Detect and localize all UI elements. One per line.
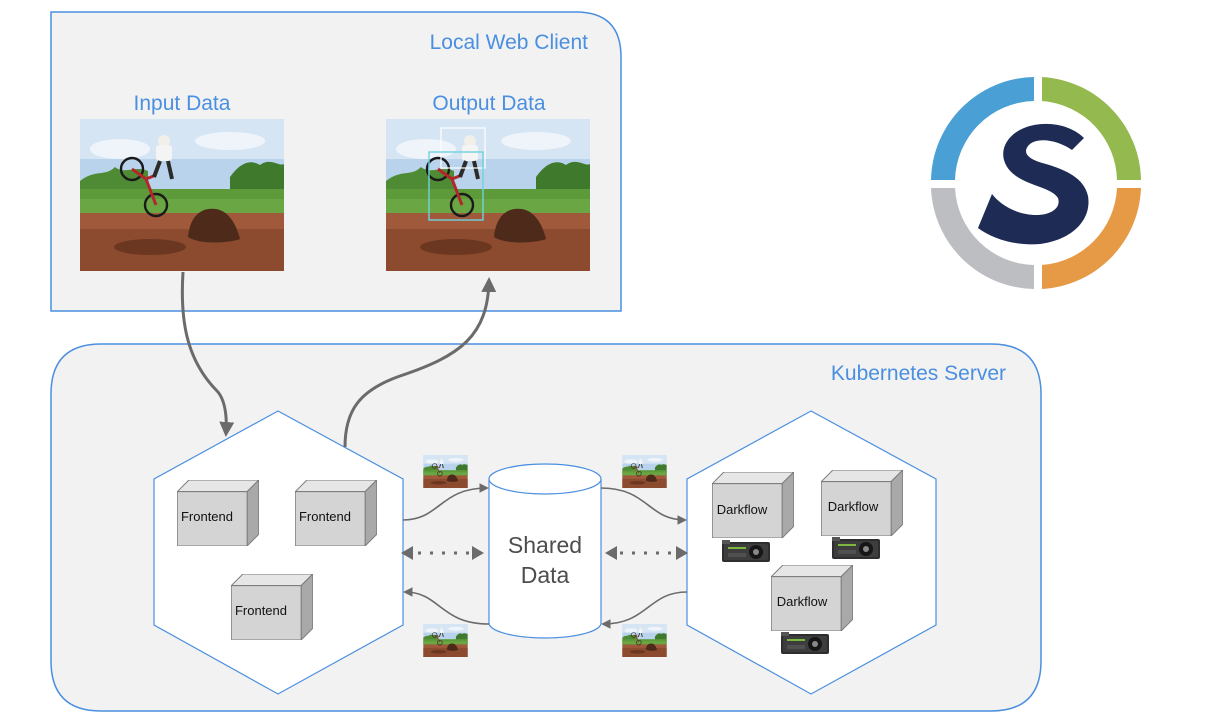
- seldon-logo: [931, 77, 1141, 289]
- input-image: [80, 119, 284, 271]
- svg-text:Darkflow: Darkflow: [717, 502, 768, 517]
- kubernetes-server-title: Kubernetes Server: [831, 362, 1006, 385]
- detection-box-bicycle: [428, 151, 484, 221]
- sync-dotted-arrow-right: [605, 546, 688, 560]
- shared-data-label: Shared: [508, 532, 582, 558]
- svg-text:Frontend: Frontend: [181, 509, 233, 524]
- svg-text:Darkflow: Darkflow: [828, 499, 879, 514]
- return-arrow: [343, 277, 497, 448]
- gpu-card-icon: [832, 537, 880, 559]
- darkflow-service: Darkflow Darkflow Darkflow: [686, 410, 937, 695]
- svg-text:Frontend: Frontend: [299, 509, 351, 524]
- thumbnail-image: [423, 455, 468, 488]
- frontend-service: Frontend Frontend Frontend: [153, 410, 404, 695]
- thumbnail-image: [622, 624, 667, 657]
- frontend-to-store-arrow: [402, 483, 489, 521]
- svg-text:Darkflow: Darkflow: [777, 594, 828, 609]
- input-data-label: Input Data: [134, 92, 231, 115]
- store-to-darkflow-arrow: [600, 487, 687, 525]
- local-web-client-title: Local Web Client: [430, 31, 589, 54]
- frontend-box: Frontend: [295, 480, 377, 546]
- thumbnail-image: [423, 624, 468, 657]
- frontend-box: Frontend: [231, 574, 313, 640]
- upload-arrow: [180, 271, 235, 437]
- output-image: [386, 119, 590, 271]
- shared-data-store: Shared Data: [488, 463, 602, 639]
- gpu-card-icon: [722, 540, 770, 562]
- darkflow-box: Darkflow: [771, 565, 853, 654]
- gpu-card-icon: [781, 632, 829, 654]
- logo-segment-orange: [1042, 188, 1141, 289]
- local-web-client-panel: Local Web Client Input Data Output Data: [50, 11, 622, 312]
- thumbnail-image: [622, 455, 667, 488]
- sync-dotted-arrow-left: [401, 546, 484, 560]
- darkflow-box: Darkflow: [712, 472, 794, 562]
- output-data-label: Output Data: [432, 92, 546, 115]
- logo-segment-gray: [931, 188, 1034, 289]
- detection-box-person: [440, 127, 486, 169]
- logo-segment-blue: [931, 77, 1034, 180]
- shared-data-label: Data: [521, 562, 570, 588]
- store-to-frontend-arrow: [403, 587, 490, 625]
- darkflow-box: Darkflow: [821, 470, 903, 559]
- logo-segment-green: [1042, 77, 1141, 180]
- darkflow-to-store-arrow: [601, 591, 688, 629]
- svg-text:Frontend: Frontend: [235, 603, 287, 618]
- frontend-box: Frontend: [177, 480, 259, 546]
- logo-letter-s: [978, 123, 1089, 245]
